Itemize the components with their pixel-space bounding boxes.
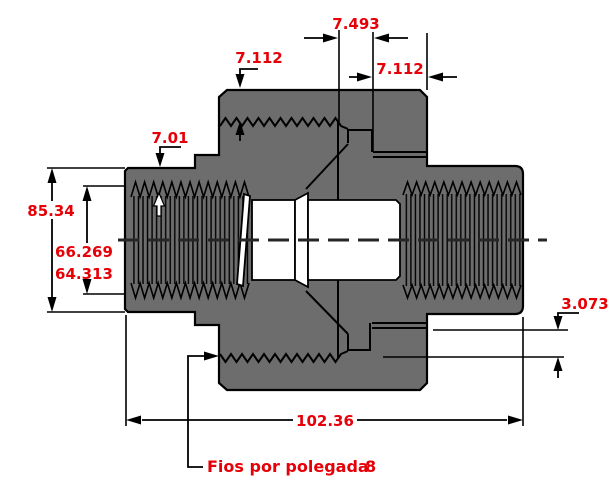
dim-7112-right-label: 7.112 xyxy=(376,60,423,78)
arrowhead xyxy=(82,186,92,201)
thread-note-label: Fios por polegada xyxy=(207,457,369,476)
dim-3073 xyxy=(553,312,579,378)
arrowhead xyxy=(508,415,523,425)
white-arrow xyxy=(152,191,166,217)
thread-note-leader xyxy=(187,351,219,468)
seat-diagonal-bottom xyxy=(305,290,349,335)
dimension-leader xyxy=(239,68,258,75)
arrowhead xyxy=(47,297,57,312)
nut-notch-top xyxy=(347,129,373,152)
tube-wall-top xyxy=(373,151,427,158)
nut-thread-zigzag-bottom xyxy=(219,350,349,364)
arrowhead xyxy=(204,351,219,361)
thread-note-value: 8 xyxy=(365,457,376,476)
dim-701-label: 7.01 xyxy=(151,129,188,147)
dim-66269-label: 66.269 xyxy=(55,243,113,261)
dim-3073-label: 3.073 xyxy=(561,295,608,313)
dim-thread-diameters xyxy=(82,186,92,294)
arrowhead xyxy=(357,72,372,82)
arrowhead xyxy=(323,33,338,43)
arrowhead xyxy=(155,153,165,167)
seat-diagonal-top xyxy=(305,143,349,190)
bore-right xyxy=(307,199,401,281)
arrowhead xyxy=(47,168,57,183)
dim-7112-right xyxy=(349,72,457,82)
dim-7112-left xyxy=(235,68,258,141)
dim-7112-left-label: 7.112 xyxy=(235,49,282,67)
right-thread-crest-top xyxy=(402,179,522,198)
arrowhead xyxy=(235,121,245,135)
dim-10236 xyxy=(126,415,523,425)
dim-64313-label: 64.313 xyxy=(55,265,113,283)
arrowhead xyxy=(553,357,563,371)
arrowhead xyxy=(126,415,141,425)
right-thread-crest-bottom xyxy=(402,282,522,301)
arrowhead xyxy=(553,316,563,330)
arrowhead xyxy=(374,33,389,43)
nut-notch-bottom xyxy=(347,323,371,351)
leader-line xyxy=(187,355,205,468)
arrowhead xyxy=(235,74,245,88)
dim-10236-label: 102.36 xyxy=(296,412,354,430)
arrowhead xyxy=(82,279,92,294)
dim-8534-label: 85.34 xyxy=(27,202,74,220)
left-thread-crest-bottom xyxy=(130,280,250,301)
dim-7493-label: 7.493 xyxy=(332,15,379,33)
arrowhead xyxy=(428,72,443,82)
dimension-leader xyxy=(557,312,579,317)
dim-701 xyxy=(152,146,181,217)
tube-wall-bottom xyxy=(372,322,427,329)
dim-8534 xyxy=(47,168,57,312)
dim-7493 xyxy=(304,33,408,43)
dimension-leader xyxy=(159,146,181,153)
left-thread-crest-top xyxy=(130,179,250,200)
extension-lines xyxy=(47,30,568,426)
